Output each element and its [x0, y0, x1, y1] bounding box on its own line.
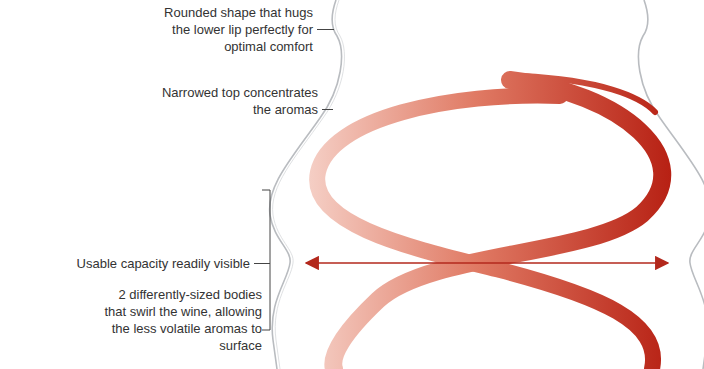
glass-outline — [270, 0, 704, 369]
callout-label: 2 differently-sized bodies that swirl th… — [96, 286, 262, 354]
capacity-arrow — [306, 262, 668, 264]
callout-label: Usable capacity readily visible — [50, 255, 250, 272]
leader-line — [254, 263, 270, 264]
leader-line — [317, 29, 334, 30]
leader-lines — [254, 30, 334, 264]
leader-line — [322, 109, 333, 110]
swirl-ribbon — [317, 76, 662, 369]
callout-label: Rounded shape that hugs the lower lip pe… — [148, 4, 313, 55]
bracket — [262, 190, 270, 330]
callout-label: Narrowed top concentrates the aromas — [146, 84, 318, 118]
